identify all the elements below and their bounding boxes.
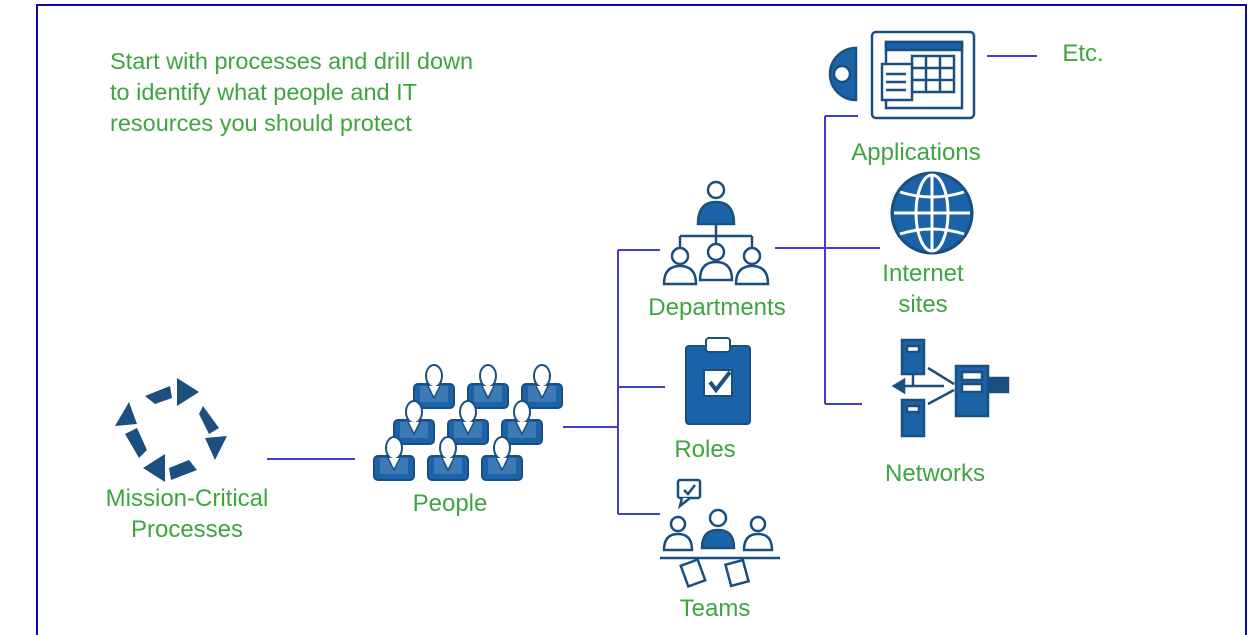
intro-text: Start with processes and drill down to i…: [110, 46, 473, 139]
diagram-frame: [36, 4, 1247, 635]
networks-label: Networks: [884, 460, 986, 487]
etc-label: Etc.: [1062, 40, 1104, 67]
internet-sites-label: Internet sites: [858, 258, 988, 320]
internet-label-line-2: sites: [898, 291, 948, 318]
roles-label: Roles: [674, 436, 736, 463]
mission-critical-label: Mission-Critical Processes: [62, 483, 312, 545]
clipboard-check-icon: [685, 337, 751, 425]
team-meeting-icon: [660, 478, 780, 588]
teams-label: Teams: [679, 595, 751, 622]
internet-label-line-1: Internet: [882, 260, 964, 287]
applications-label: Applications: [851, 139, 981, 166]
mission-label-line-1: Mission-Critical: [105, 485, 269, 512]
application-windows-icon: [828, 30, 976, 120]
departments-label: Departments: [648, 294, 786, 321]
cycle-arrows-icon: [115, 378, 227, 482]
intro-line-2: to identify what people and IT: [110, 79, 418, 105]
network-servers-icon: [892, 338, 1010, 438]
people-label: People: [412, 490, 488, 517]
intro-line-1: Start with processes and drill down: [110, 48, 474, 74]
globe-icon: [890, 171, 974, 255]
crowd-icon: [373, 364, 563, 481]
intro-line-3: resources you should protect: [110, 110, 412, 136]
org-chart-icon: [662, 180, 770, 286]
mission-label-line-2: Processes: [130, 516, 244, 543]
